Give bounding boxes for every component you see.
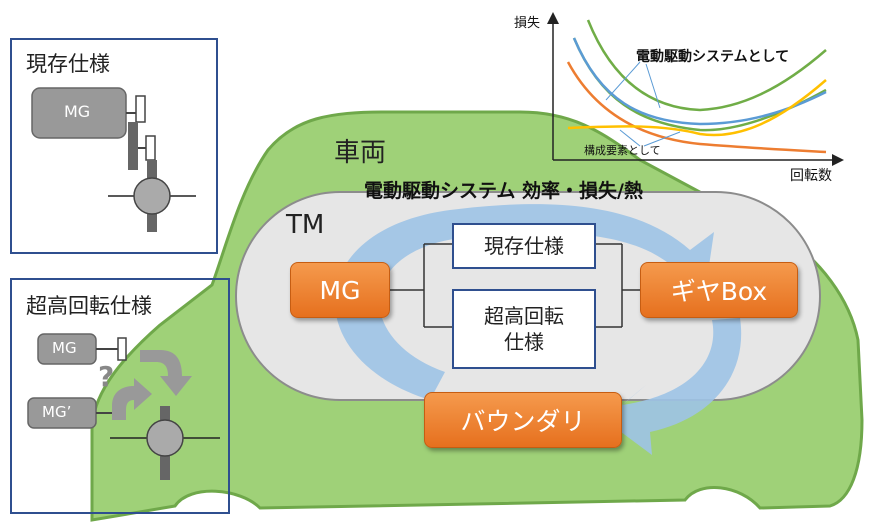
gearbox-block: ギヤBox bbox=[640, 262, 798, 318]
hs-differential bbox=[146, 419, 184, 457]
mg-block: MG bbox=[290, 262, 390, 318]
current-spec-panel bbox=[10, 38, 218, 254]
high-speed-title: 超高回転仕様 bbox=[26, 294, 152, 318]
hs-arrow-down bbox=[140, 350, 192, 396]
circulation-arrow-lower bbox=[605, 318, 742, 455]
chart-annotation-system: 電動駆動システムとして bbox=[636, 49, 790, 65]
current-spec-title: 現存仕様 bbox=[26, 52, 110, 76]
vehicle-label: 車両 bbox=[334, 138, 387, 168]
current-differential bbox=[133, 177, 171, 215]
high-speed-mg2-label: MG’ bbox=[42, 403, 72, 421]
high-speed-mg-label: MG bbox=[52, 339, 77, 357]
system-title: 電動駆動システム 効率・損失/熱 bbox=[364, 180, 643, 202]
connector-lines bbox=[390, 243, 640, 328]
high-speed-spec-block: 超高回転 仕様 bbox=[452, 289, 596, 369]
tm-label: TM bbox=[286, 210, 325, 240]
question-mark: ? bbox=[98, 360, 115, 393]
current-mg-label: MG bbox=[64, 102, 91, 121]
series-green-upper bbox=[586, 19, 827, 112]
annotation-pointer-lines bbox=[605, 61, 681, 147]
current-shaft-1 bbox=[135, 95, 146, 123]
hs-shaft-1 bbox=[117, 337, 127, 361]
series-yellow bbox=[567, 79, 827, 137]
current-spec-schematic bbox=[31, 87, 196, 232]
loss-chart bbox=[547, 12, 844, 166]
chart-annotation-component: 構成要素として bbox=[584, 144, 661, 157]
hs-arrow-up bbox=[112, 378, 152, 420]
chart-ylabel: 損失 bbox=[514, 16, 541, 31]
current-shaft-main bbox=[128, 122, 138, 170]
current-spec-block: 現存仕様 bbox=[452, 223, 596, 269]
high-speed-spec-line1: 超高回転 bbox=[484, 304, 564, 328]
high-speed-spec-line2: 仕様 bbox=[504, 330, 544, 354]
chart-xlabel: 回転数 bbox=[790, 168, 832, 184]
boundary-block: バウンダリ bbox=[424, 392, 622, 448]
high-speed-spec-panel bbox=[10, 278, 230, 514]
high-speed-schematic bbox=[27, 333, 220, 480]
series-orange bbox=[566, 61, 827, 154]
